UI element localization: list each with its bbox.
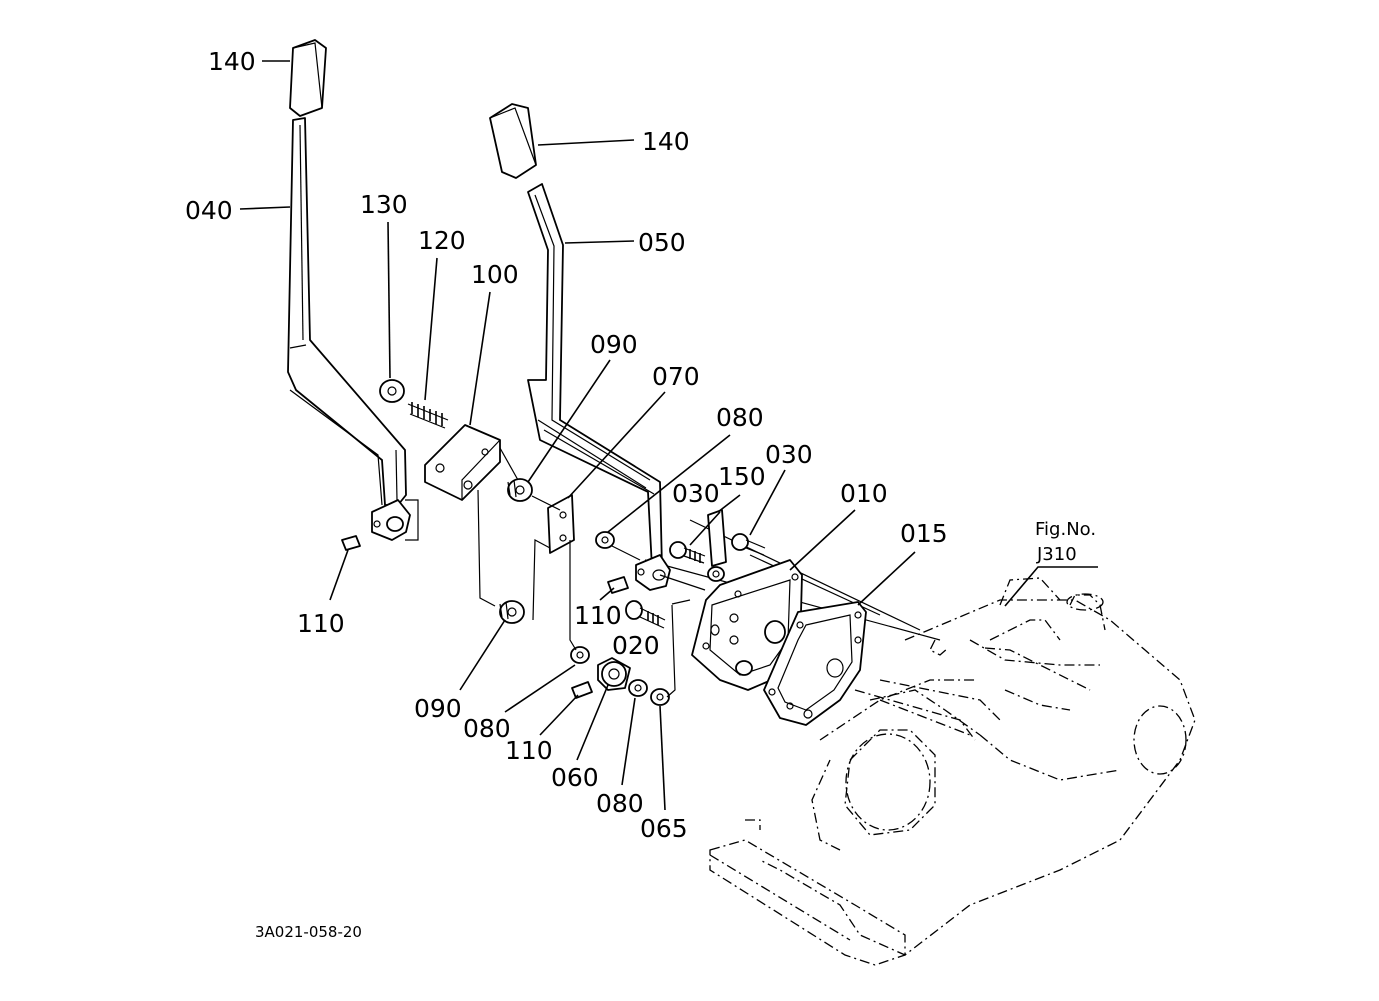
collar-130 bbox=[379, 379, 405, 403]
callout-140-right: 140 bbox=[642, 127, 690, 156]
bolt-020 bbox=[625, 600, 666, 629]
lever-040 bbox=[287, 117, 411, 541]
callout-110-left: 110 bbox=[297, 609, 345, 638]
callout-030-right: 030 bbox=[765, 440, 813, 469]
drawing-code: 3A021-058-20 bbox=[255, 923, 362, 941]
callout-065: 065 bbox=[640, 814, 688, 843]
spring-090-bottom bbox=[499, 600, 525, 624]
callout-090-bottom: 090 bbox=[414, 694, 462, 723]
callout-010: 010 bbox=[840, 479, 888, 508]
spring-090-top bbox=[507, 478, 533, 502]
knob-140-left bbox=[289, 39, 327, 117]
washer-065 bbox=[650, 688, 670, 706]
figure-ref-label: Fig.No. bbox=[1035, 519, 1096, 540]
callout-080-bottom: 080 bbox=[596, 789, 644, 818]
plate-150 bbox=[707, 509, 727, 582]
callout-080-mid: 080 bbox=[463, 714, 511, 743]
leader-lines bbox=[239, 60, 1098, 811]
callout-110-mid: 110 bbox=[574, 601, 622, 630]
pin-110-bottom bbox=[571, 681, 593, 699]
washer-080-bottom bbox=[628, 679, 648, 697]
assembly-lines bbox=[405, 447, 706, 698]
callout-100: 100 bbox=[471, 260, 519, 289]
callout-140-left: 140 bbox=[208, 47, 256, 76]
knob-140-right bbox=[489, 103, 537, 179]
callout-110-bottom: 110 bbox=[505, 736, 553, 765]
bracket-100 bbox=[424, 424, 501, 501]
bushing-060 bbox=[597, 657, 631, 691]
figure-ref-number: J310 bbox=[1036, 544, 1077, 565]
lever-050 bbox=[527, 183, 671, 591]
callout-150: 150 bbox=[718, 462, 766, 491]
spring-120 bbox=[407, 402, 449, 429]
callout-090-top: 090 bbox=[590, 330, 638, 359]
callout-120: 120 bbox=[418, 226, 466, 255]
plate-070 bbox=[547, 494, 575, 554]
callout-030-left: 030 bbox=[672, 479, 720, 508]
pin-110-left bbox=[341, 535, 361, 551]
callout-040: 040 bbox=[185, 196, 233, 225]
callout-130: 130 bbox=[360, 190, 408, 219]
callout-060: 060 bbox=[551, 763, 599, 792]
callout-015: 015 bbox=[900, 519, 948, 548]
callout-labels: 140 040 130 120 100 110 140 050 090 070 … bbox=[185, 47, 1096, 941]
callout-080-top: 080 bbox=[716, 403, 764, 432]
washer-080-top bbox=[595, 531, 615, 549]
callout-050: 050 bbox=[638, 228, 686, 257]
callout-020: 020 bbox=[612, 631, 660, 660]
bolt-030-right bbox=[731, 533, 766, 556]
bolt-030-left bbox=[669, 541, 706, 564]
cover-010 bbox=[691, 559, 803, 691]
gasket-015 bbox=[763, 601, 867, 726]
washer-080-mid bbox=[570, 646, 590, 664]
callout-070: 070 bbox=[652, 362, 700, 391]
